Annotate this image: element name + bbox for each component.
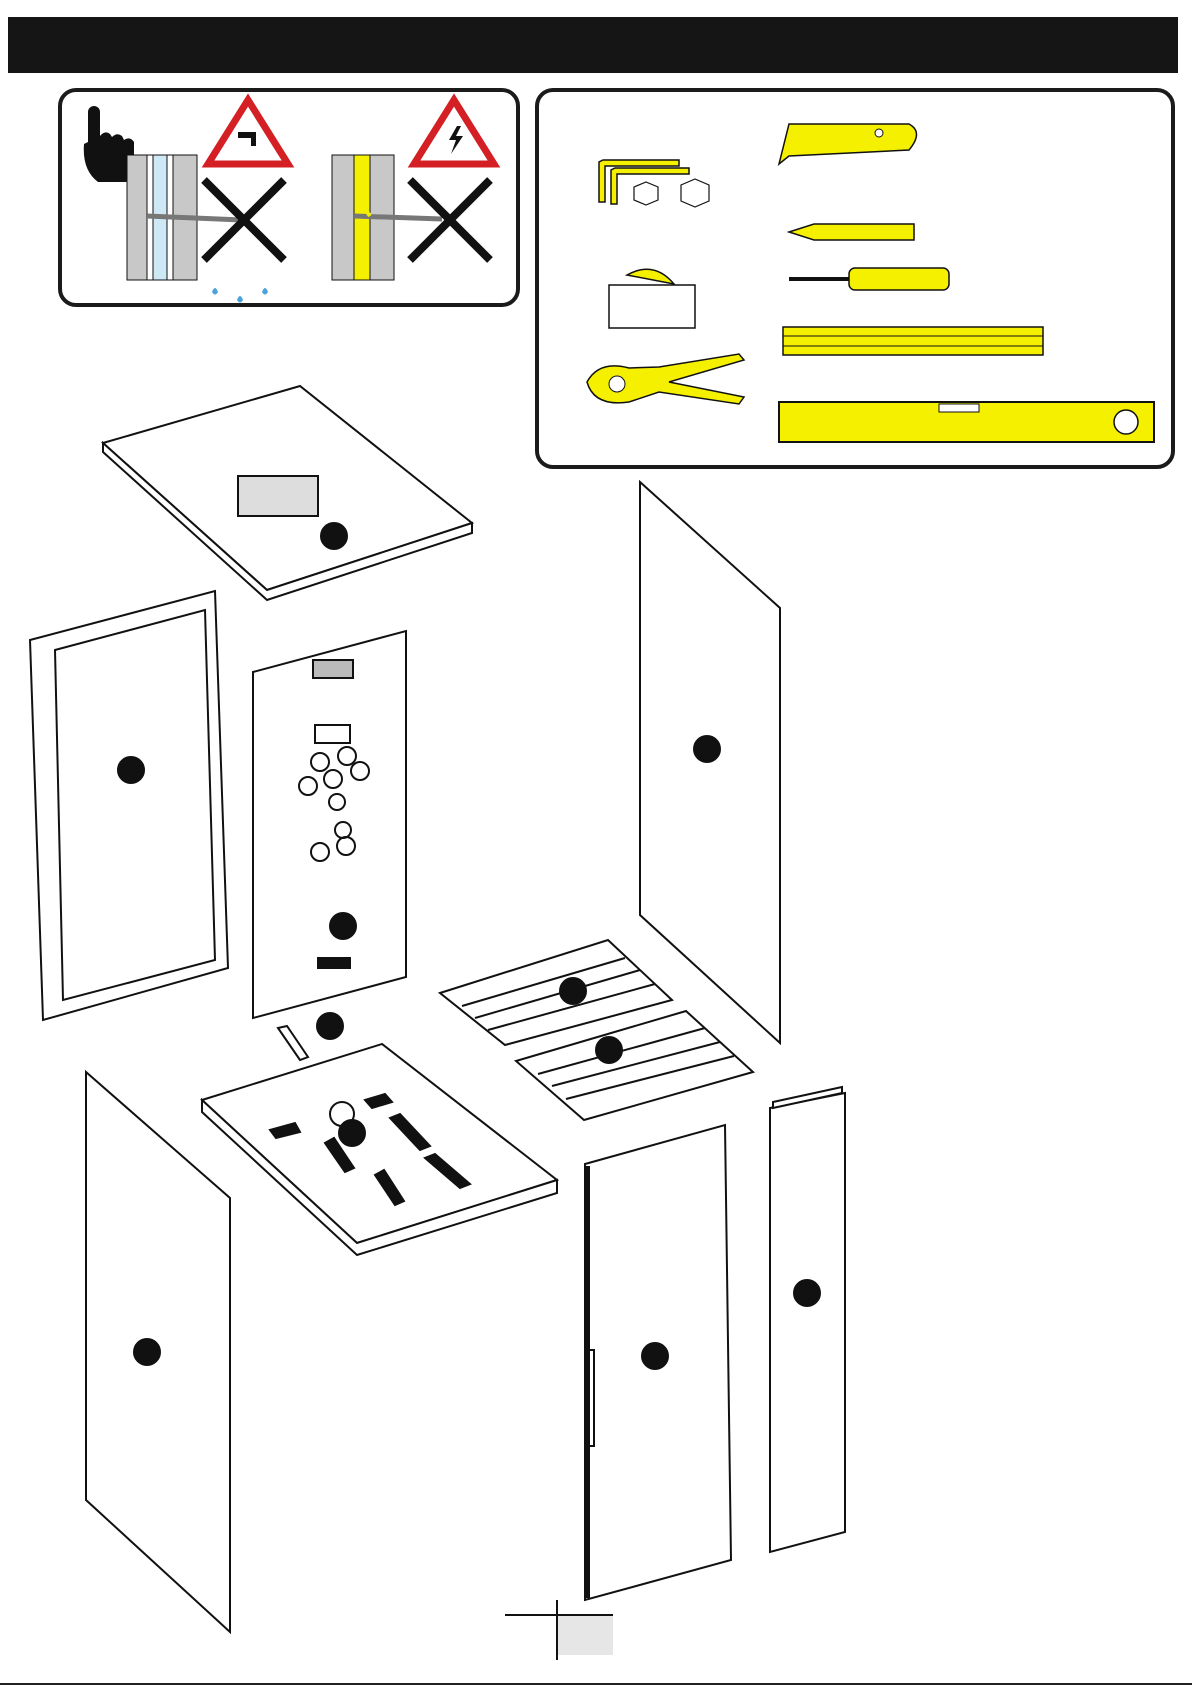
part-side-strip	[770, 1087, 845, 1552]
part-marker	[339, 1120, 365, 1146]
page-number-tab	[505, 1600, 613, 1660]
part-marker	[118, 757, 144, 783]
part-marker	[560, 978, 586, 1004]
part-control-panel	[253, 631, 406, 1018]
part-marker	[596, 1037, 622, 1063]
part-trim-piece	[278, 1026, 308, 1060]
part-marker	[134, 1339, 160, 1365]
part-marker	[330, 913, 356, 939]
part-left-frame	[30, 591, 228, 1020]
part-base-tray	[202, 1044, 557, 1255]
part-marker	[642, 1343, 668, 1369]
part-ceiling-tray	[103, 386, 472, 600]
part-marker	[317, 1013, 343, 1039]
part-marker	[694, 736, 720, 762]
part-marker	[321, 523, 347, 549]
part-marker	[794, 1280, 820, 1306]
